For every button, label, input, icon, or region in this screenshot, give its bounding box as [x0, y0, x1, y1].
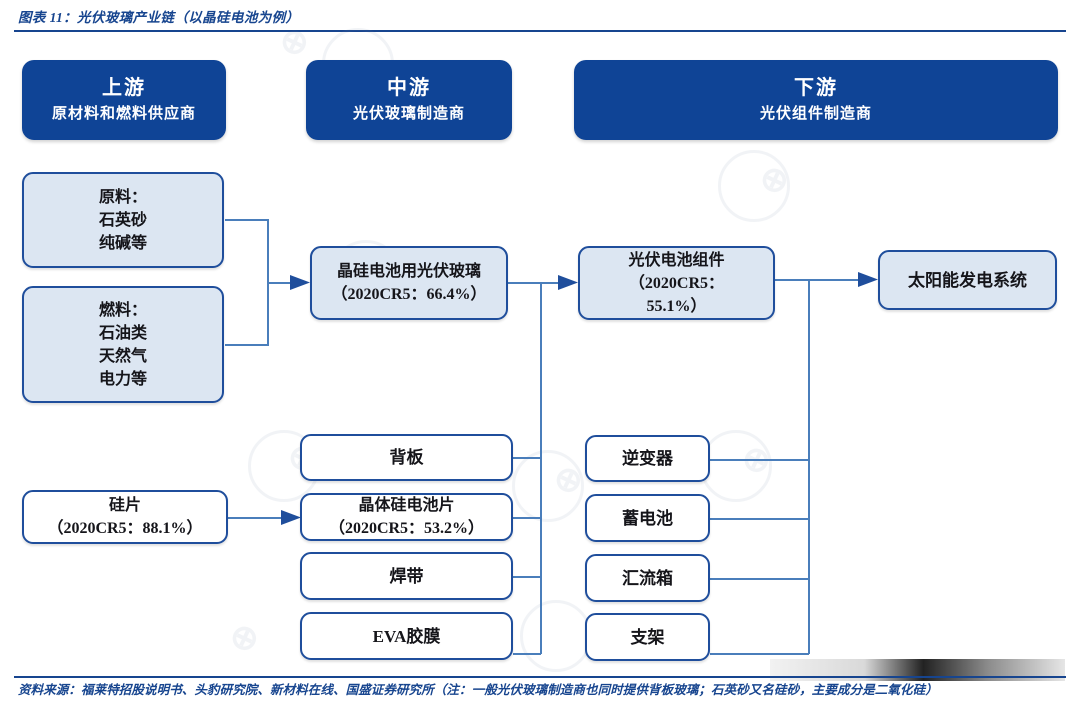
stage-banner-upstream-title: 上游	[102, 77, 146, 99]
wire-module-to-system	[775, 279, 871, 281]
wire-inverter-out	[710, 459, 809, 461]
wire-eva-out	[513, 653, 541, 655]
node-silicon-wafer[interactable]: 硅片 （2020CR5：88.1%）	[22, 490, 228, 544]
stage-banner-upstream-desc: 原材料和燃料供应商	[51, 106, 196, 122]
watermark-ring	[718, 150, 790, 222]
wire-cell-out	[513, 517, 541, 519]
title-divider	[14, 30, 1066, 32]
wire-fuel-out	[225, 344, 269, 346]
footer-divider	[14, 676, 1066, 678]
node-pv-glass-label: 晶硅电池用光伏玻璃 （2020CR5：66.4%）	[331, 263, 487, 303]
wire-backsheet-out	[513, 457, 541, 459]
wire-combiner-out	[710, 578, 809, 580]
node-mounting-bracket[interactable]: 支架	[585, 613, 710, 661]
stage-banner-downstream-desc: 光伏组件制造商	[759, 106, 872, 122]
node-eva-film[interactable]: EVA胶膜	[300, 612, 513, 660]
wire-upstream-to-glass	[267, 282, 303, 284]
node-backsheet-label: 背板	[389, 448, 424, 467]
node-solar-system[interactable]: 太阳能发电系统	[878, 250, 1057, 310]
watermark: ⊗	[274, 20, 315, 65]
node-mounting-bracket-label: 支架	[630, 627, 665, 647]
node-fuel-label: 燃料： 石油类 天然气 电力等	[98, 301, 147, 388]
node-solar-system-label: 太阳能发电系统	[908, 270, 1027, 290]
wire-mount-out	[710, 653, 809, 655]
watermark-ring	[520, 600, 592, 672]
stage-banner-midstream-title: 中游	[387, 77, 431, 99]
watermark: ⊗	[224, 616, 265, 661]
stage-banner-midstream-desc: 光伏玻璃制造商	[352, 106, 465, 122]
node-raw-material-label: 原料： 石英砂 纯碱等	[98, 188, 147, 252]
node-inverter[interactable]: 逆变器	[585, 435, 710, 482]
node-raw-material[interactable]: 原料： 石英砂 纯碱等	[22, 172, 224, 268]
page-title: 图表 11：光伏玻璃产业链（以晶硅电池为例）	[18, 10, 300, 25]
stage-banner-midstream: 中游 光伏玻璃制造商	[306, 60, 512, 140]
node-storage-battery[interactable]: 蓄电池	[585, 494, 710, 542]
wire-ribbon-out	[513, 576, 541, 578]
node-pv-glass[interactable]: 晶硅电池用光伏玻璃 （2020CR5：66.4%）	[310, 246, 508, 320]
node-inverter-label: 逆变器	[622, 449, 673, 468]
node-pv-module-label: 光伏电池组件 （2020CR5： 55.1%）	[628, 251, 725, 315]
node-eva-film-label: EVA胶膜	[372, 626, 441, 646]
node-silicon-cell-label: 晶体硅电池片 （2020CR5：53.2%）	[328, 497, 485, 537]
wire-glass-to-module	[508, 282, 570, 284]
stage-banner-downstream: 下游 光伏组件制造商	[574, 60, 1058, 140]
node-fuel[interactable]: 燃料： 石油类 天然气 电力等	[22, 286, 224, 403]
redaction-bar	[770, 659, 1065, 681]
stage-banner-upstream: 上游 原材料和燃料供应商	[22, 60, 226, 140]
node-combiner-box-label: 汇流箱	[622, 568, 673, 588]
wire-raw-out	[225, 219, 269, 221]
node-storage-battery-label: 蓄电池	[622, 508, 673, 528]
wire-down-trunk	[808, 279, 810, 654]
stage-banner-downstream-title: 下游	[794, 77, 838, 99]
node-ribbon[interactable]: 焊带	[300, 552, 513, 600]
source-note: 资料来源：福莱特招股说明书、头豹研究院、新材料在线、国盛证券研究所（注：一般光伏…	[18, 683, 938, 697]
wire-wafer-to-cell	[228, 517, 290, 519]
node-silicon-cell[interactable]: 晶体硅电池片 （2020CR5：53.2%）	[300, 493, 513, 541]
node-ribbon-label: 焊带	[389, 566, 424, 586]
node-silicon-wafer-label: 硅片 （2020CR5：88.1%）	[47, 497, 203, 537]
node-pv-module[interactable]: 光伏电池组件 （2020CR5： 55.1%）	[578, 246, 775, 320]
node-combiner-box[interactable]: 汇流箱	[585, 554, 710, 602]
wire-mid-trunk	[540, 282, 542, 654]
watermark-ring	[512, 450, 584, 522]
wire-battery-out	[710, 518, 809, 520]
node-backsheet[interactable]: 背板	[300, 434, 513, 481]
